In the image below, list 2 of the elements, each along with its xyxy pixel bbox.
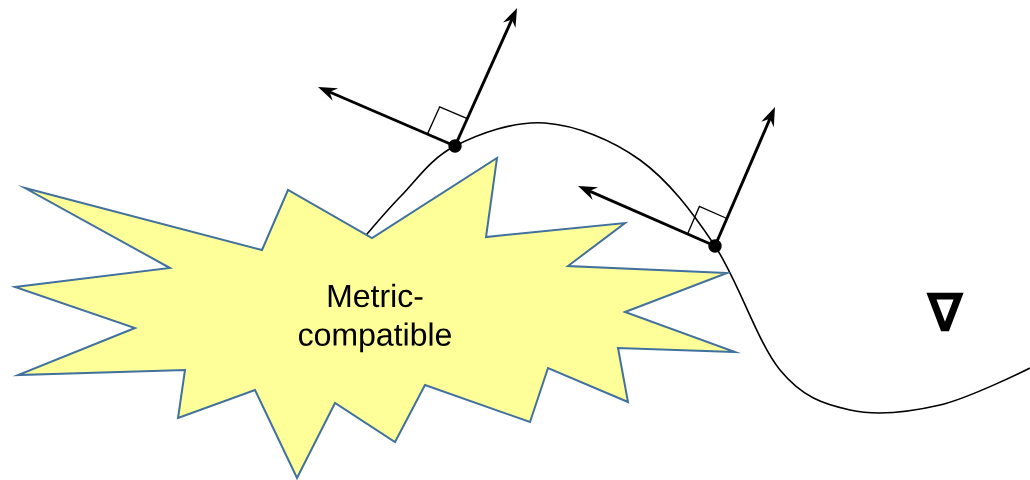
nabla-symbol: ∇ <box>926 292 964 332</box>
starburst: Metric-compatible <box>10 156 742 480</box>
